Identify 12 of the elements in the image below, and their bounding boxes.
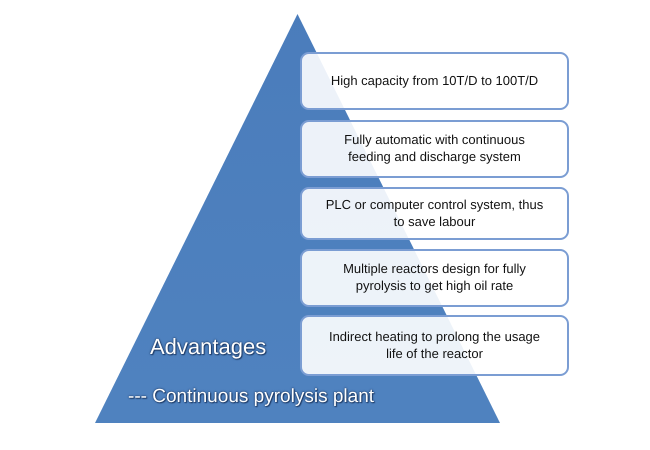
advantage-text: Indirect heating to prolong the usage life of the reactor bbox=[328, 328, 542, 362]
advantage-card bbox=[300, 249, 569, 307]
pyramid-subtitle: --- Continuous pyrolysis plant bbox=[128, 386, 374, 408]
advantage-text: Multiple reactors design for fully pyrolysis to get high oil rate bbox=[342, 261, 527, 295]
advantage-card bbox=[300, 120, 569, 178]
pyramid-title: Advantages bbox=[150, 334, 266, 360]
advantage-text: Fully automatic with continuous feeding and discharge system bbox=[343, 132, 526, 166]
advantage-text: PLC or computer control system, thus to save labour bbox=[324, 196, 544, 230]
advantage-card bbox=[300, 52, 569, 110]
advantage-card bbox=[300, 187, 569, 240]
advantage-text: High capacity from 10T/D to 100T/D bbox=[330, 72, 538, 90]
advantage-card bbox=[300, 315, 569, 376]
